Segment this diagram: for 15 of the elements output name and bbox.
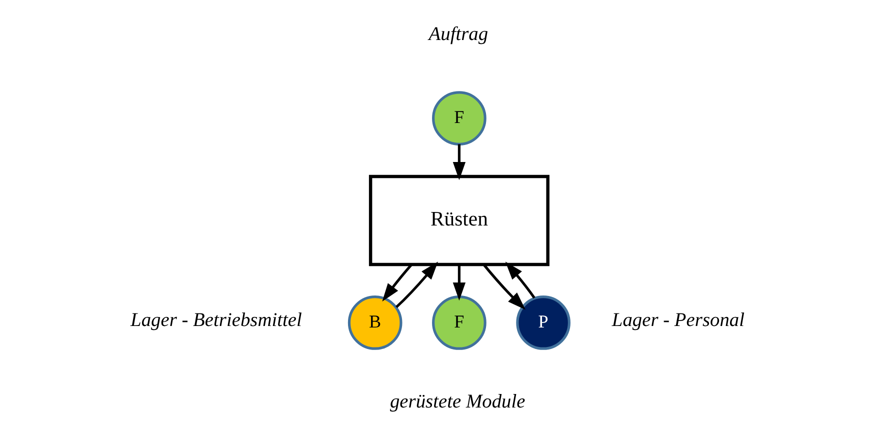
node-circle: F xyxy=(432,296,486,350)
node-label: Auftrag xyxy=(428,24,488,45)
arrow xyxy=(482,264,526,310)
node-label: Lager - Betriebsmittel xyxy=(130,310,302,331)
arrow xyxy=(452,264,466,301)
node-box: Rüsten xyxy=(368,174,550,266)
node-label: Lager - Personal xyxy=(612,310,745,331)
arrow xyxy=(505,262,536,299)
node-circle: B xyxy=(348,296,402,350)
node-label: gerüstete Module xyxy=(390,391,526,412)
arrow xyxy=(396,262,438,308)
node-circle: F xyxy=(432,91,486,146)
arrow xyxy=(382,264,412,302)
arrow xyxy=(452,144,466,180)
node-circle: P xyxy=(516,296,570,350)
